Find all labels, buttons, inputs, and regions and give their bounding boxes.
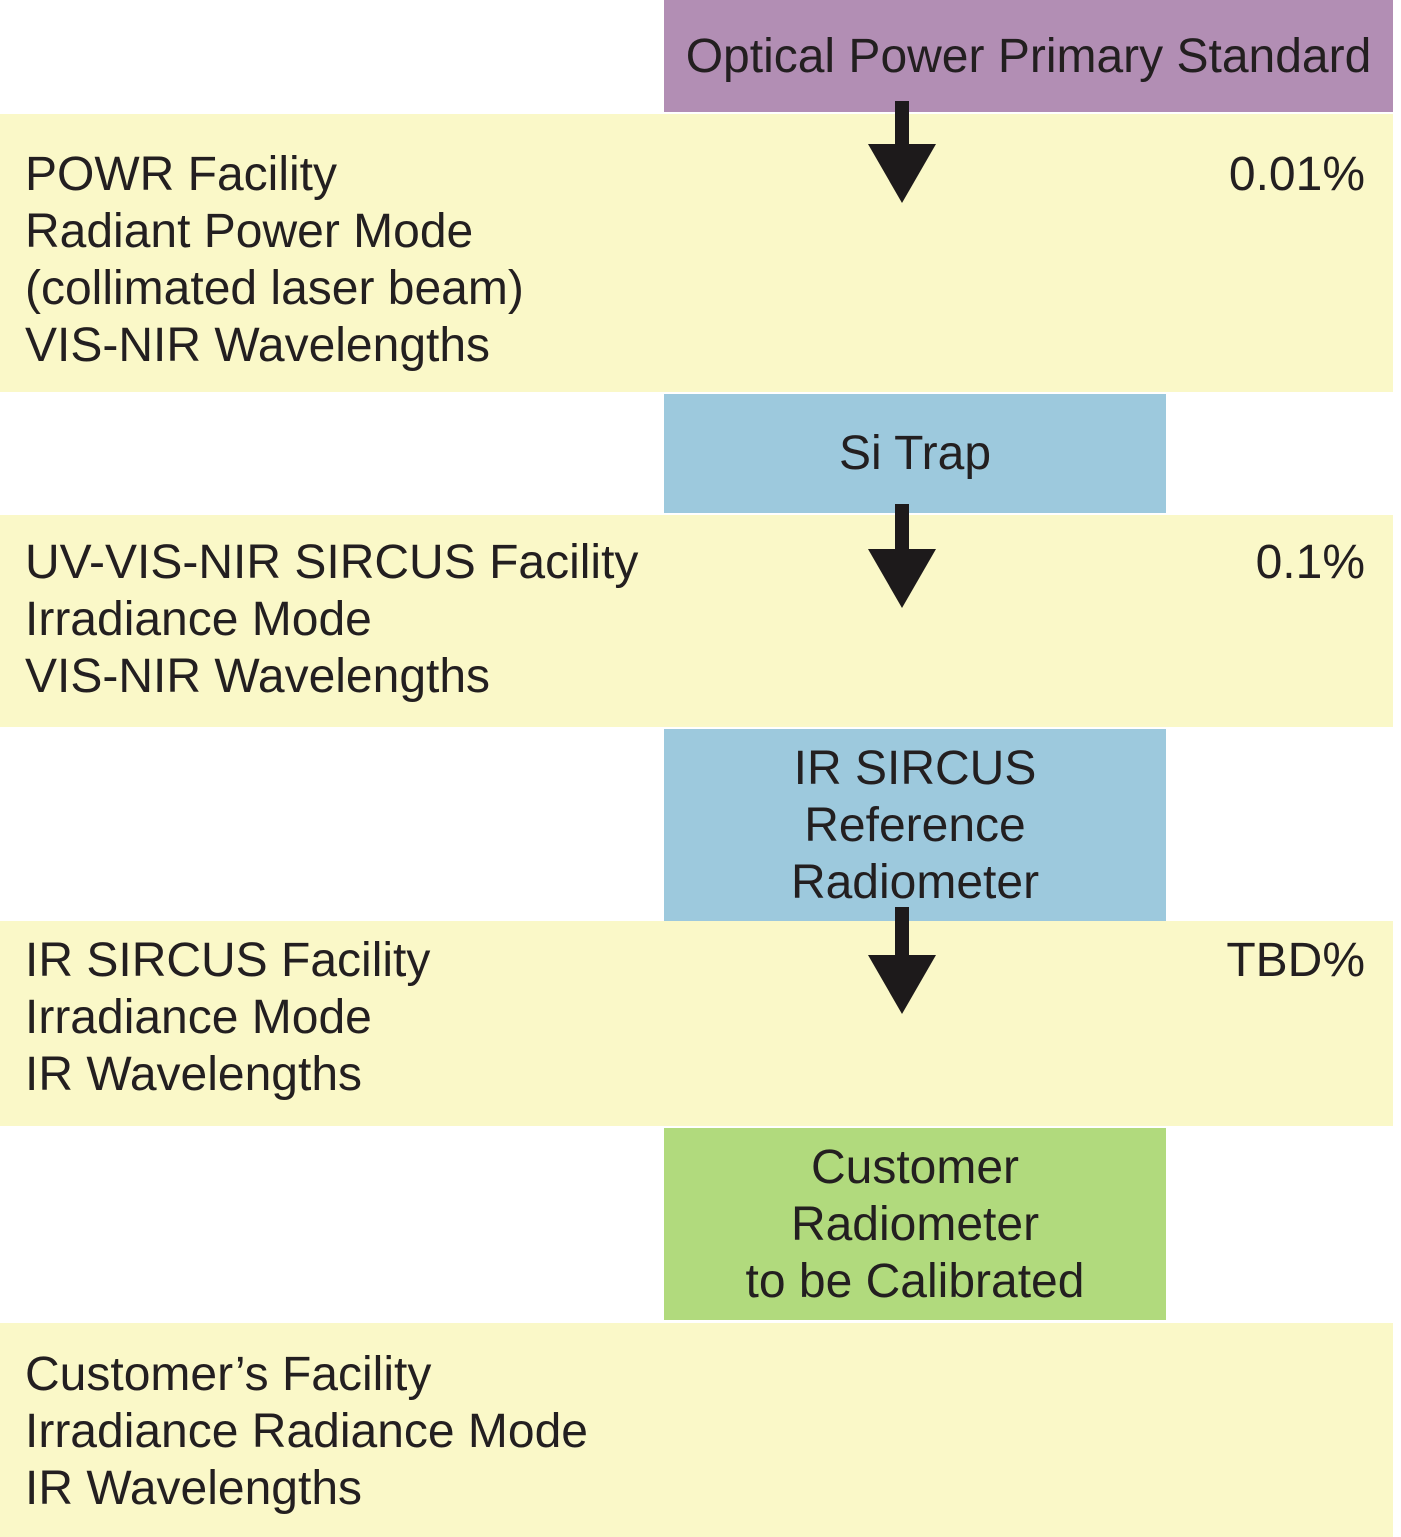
node-line: Radiometer xyxy=(790,855,1040,909)
band-text-uv-vis-nir-sircus: UV-VIS-NIR SIRCUS Facility Irradiance Mo… xyxy=(25,534,638,705)
facility-band-ir-sircus xyxy=(0,921,1393,1126)
facility-line: UV-VIS-NIR SIRCUS Facility xyxy=(25,536,639,589)
facility-line: VIS-NIR Wavelengths xyxy=(25,319,491,372)
arrow-shaft xyxy=(895,101,909,144)
node-si-trap: Si Trap xyxy=(664,394,1166,513)
arrow-down-icon xyxy=(868,101,936,203)
facility-line: Radiant Power Mode xyxy=(25,205,474,258)
facility-line: POWR Facility xyxy=(25,148,337,201)
band-text-customer: Customer’s Facility Irradiance Radiance … xyxy=(25,1346,588,1517)
node-ir-sircus-reference-radiometer: IR SIRCUS Reference Radiometer xyxy=(664,729,1166,921)
facility-line: IR Wavelengths xyxy=(25,1462,363,1515)
facility-band-customer xyxy=(0,1323,1393,1537)
facility-band-uv-vis-nir-sircus xyxy=(0,515,1393,727)
arrow-head xyxy=(868,549,936,608)
facility-band-powr xyxy=(0,114,1393,392)
node-line: Customer xyxy=(810,1140,1020,1194)
uncertainty-label-sircus: 0.1% xyxy=(1255,536,1365,589)
facility-line: IR Wavelengths xyxy=(25,1048,363,1101)
band-text-powr: POWR Facility Radiant Power Mode (collim… xyxy=(25,146,524,374)
facility-line: (collimated laser beam) xyxy=(25,262,524,315)
node-customer-radiometer: Customer Radiometer to be Calibrated xyxy=(664,1128,1166,1320)
node-line: to be Calibrated xyxy=(745,1254,1085,1308)
node-optical-power-primary-standard: Optical Power Primary Standard xyxy=(664,0,1393,112)
arrow-head xyxy=(868,955,936,1014)
arrow-shaft xyxy=(895,907,909,955)
node-label: Optical Power Primary Standard xyxy=(685,29,1372,83)
arrow-shaft xyxy=(895,504,909,549)
arrow-down-icon xyxy=(868,504,936,608)
uncertainty-label-powr: 0.01% xyxy=(1228,148,1365,201)
band-text-ir-sircus: IR SIRCUS Facility Irradiance Mode IR Wa… xyxy=(25,932,430,1103)
uncertainty-label-ir-sircus: TBD% xyxy=(1226,934,1365,987)
node-line: Reference xyxy=(804,798,1026,852)
node-line: IR SIRCUS xyxy=(793,741,1037,795)
facility-line: Customer’s Facility xyxy=(25,1348,432,1401)
node-label: Si Trap xyxy=(838,427,992,480)
facility-line: IR SIRCUS Facility xyxy=(25,934,431,987)
facility-line: Irradiance Mode xyxy=(25,991,372,1044)
node-line: Radiometer xyxy=(790,1197,1040,1251)
arrow-down-icon xyxy=(868,907,936,1014)
facility-line: Irradiance Mode xyxy=(25,593,372,646)
facility-line: Irradiance Radiance Mode xyxy=(25,1405,588,1458)
facility-line: VIS-NIR Wavelengths xyxy=(25,650,491,703)
arrow-head xyxy=(868,144,936,203)
